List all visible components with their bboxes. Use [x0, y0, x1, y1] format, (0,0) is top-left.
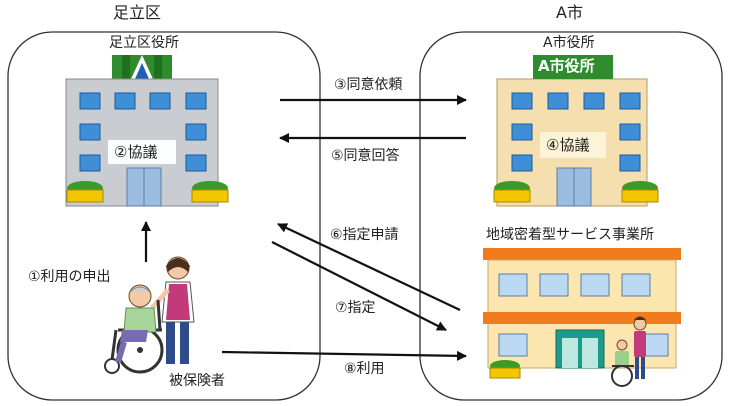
left-region-title: 足立区: [113, 3, 162, 22]
step-6-label: ⑥指定申請: [330, 227, 399, 243]
step-5-label: ⑤同意回答: [331, 148, 400, 164]
step-3-label: ③同意依頼: [334, 77, 403, 93]
a-city-office-building: [493, 55, 659, 207]
insured-person-illustration: [104, 256, 195, 374]
arrow-usage: [221, 350, 467, 361]
a-city-sign: [533, 55, 613, 79]
adachi-office-building: [65, 55, 229, 207]
step-2-label: ②協議: [114, 143, 158, 161]
left-region-frame: [7, 31, 321, 401]
adachi-office-label: 足立区役所: [109, 35, 179, 51]
insured-person-label: 被保険者: [169, 373, 225, 389]
step-1-label: ①利用の申出: [28, 269, 111, 285]
right-region-title: A市: [556, 3, 583, 22]
service-facility-building: [483, 248, 681, 387]
facility-label: 地域密着型サービス事業所: [486, 227, 654, 243]
right-region-frame: [419, 31, 723, 401]
step-8-label: ⑧利用: [344, 361, 385, 377]
a-city-office-label: A市役所: [543, 35, 595, 51]
step-7-label: ⑦指定: [335, 300, 376, 316]
step-4-label: ④協議: [546, 136, 590, 154]
a-city-sign-text: A市役所: [538, 57, 595, 75]
arrow-designation-application: [277, 223, 461, 311]
arrow-designation: [271, 241, 447, 331]
